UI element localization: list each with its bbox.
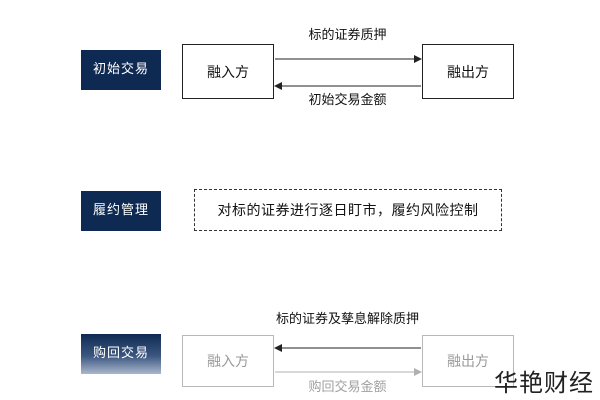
initial-lender-box: 融出方 [422,44,514,99]
initial-top-flow-label: 标的证券质押 [308,28,387,43]
stage-label-performance: 履约管理 [81,191,161,231]
repurchase-bottom-flow-label: 购回交易金额 [308,380,387,395]
repurchase-lender-box: 融出方 [422,335,514,387]
initial-borrower-label: 融入方 [207,64,249,81]
stage-label-initial: 初始交易 [81,50,161,90]
repurchase-top-flow-label: 标的证券及孳息解除质押 [275,312,419,327]
performance-note-box: 对标的证券进行逐日盯市，履约风险控制 [194,189,502,231]
repurchase-borrower-label: 融入方 [207,354,249,370]
repurchase-lender-label: 融出方 [447,354,489,370]
initial-bottom-flow-label: 初始交易金额 [308,93,387,108]
watermark-text: 华艳财经 [494,369,594,397]
initial-lender-label: 融出方 [447,64,489,81]
initial-borrower-box: 融入方 [182,44,274,99]
stage-label-repurchase: 购回交易 [81,334,161,374]
performance-note-text: 对标的证券进行逐日盯市，履约风险控制 [217,203,479,219]
repurchase-borrower-box: 融入方 [182,335,274,387]
